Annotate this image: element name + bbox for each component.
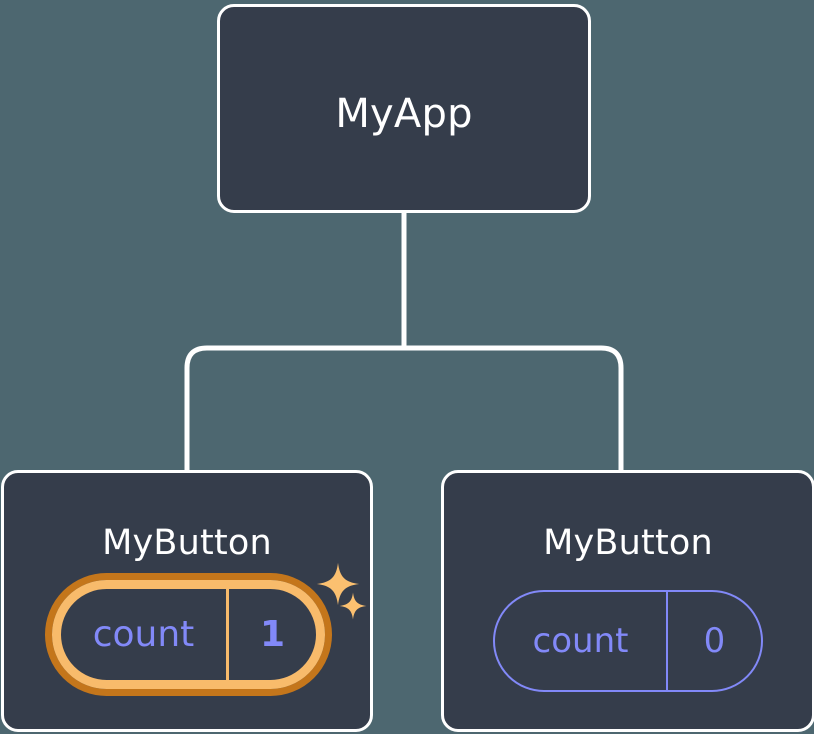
- node-myapp-title: MyApp: [335, 91, 473, 137]
- state-pill-value-right: 0: [703, 621, 726, 661]
- sparkle-large-icon: [316, 562, 360, 606]
- state-pill-key-right: count: [495, 592, 668, 690]
- node-mybutton-left-title: MyButton: [102, 523, 272, 563]
- sparkle-small-icon: [339, 592, 367, 620]
- node-myapp[interactable]: MyApp: [217, 4, 591, 213]
- state-pill-count-left[interactable]: count 1: [45, 573, 332, 696]
- node-mybutton-right-title: MyButton: [543, 523, 713, 563]
- state-pill-key-left: count: [61, 589, 229, 680]
- state-pill-inner-ring: count 1: [52, 580, 325, 689]
- state-pill-count-right[interactable]: count 0: [493, 590, 763, 692]
- connector-branch-bracket: [184, 345, 624, 470]
- state-pill-value-left: 1: [259, 614, 286, 655]
